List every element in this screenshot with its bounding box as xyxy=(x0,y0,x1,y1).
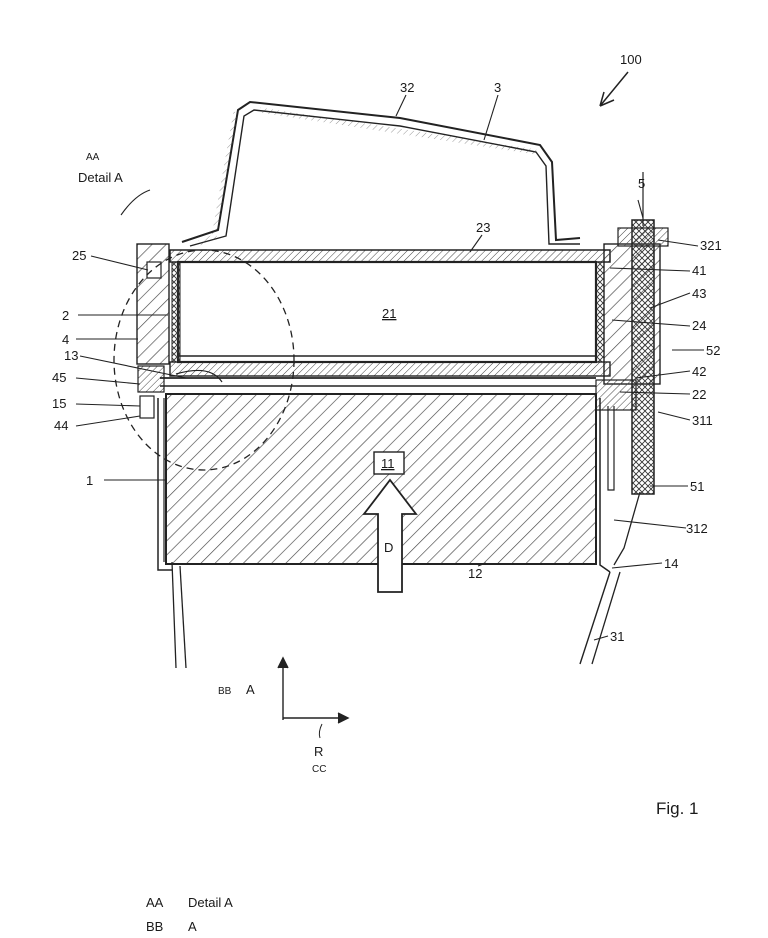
callout-23: 23 xyxy=(476,220,490,235)
callout-45: 45 xyxy=(52,370,66,385)
callout-24: 24 xyxy=(692,318,706,333)
callout-5: 5 xyxy=(638,176,645,191)
coordinate-axes xyxy=(278,658,348,738)
legend: AA Detail A BB A xyxy=(146,895,233,934)
callout-14: 14 xyxy=(664,556,678,571)
figure-label: Fig. 1 xyxy=(656,799,699,818)
main-ref-arrow xyxy=(600,72,628,106)
legend-text-0: Detail A xyxy=(188,895,233,910)
detail-code: AA xyxy=(86,152,100,163)
callout-11: 11 xyxy=(381,456,395,471)
callout-43: 43 xyxy=(692,286,706,301)
axis-a-code: BB xyxy=(218,686,232,697)
callout-51: 51 xyxy=(690,479,704,494)
callout-31: 31 xyxy=(610,629,624,644)
legend-code-1: BB xyxy=(146,919,163,934)
callout-44: 44 xyxy=(54,418,68,433)
callout-311: 311 xyxy=(692,413,713,428)
callout-4: 4 xyxy=(62,332,69,347)
callout-312: 312 xyxy=(686,521,708,536)
axis-r-label: R xyxy=(314,744,323,759)
callout-2: 2 xyxy=(62,308,69,323)
direction-d-label: D xyxy=(384,540,393,555)
cover-3 xyxy=(182,102,580,246)
callout-12: 12 xyxy=(468,566,482,581)
axis-r-code: CC xyxy=(312,764,326,775)
callout-100: 100 xyxy=(620,52,642,67)
callout-42: 42 xyxy=(692,364,706,379)
legend-text-1: A xyxy=(188,919,197,934)
detail-name: Detail A xyxy=(78,170,123,185)
callout-41: 41 xyxy=(692,263,706,278)
callout-3: 3 xyxy=(494,80,501,95)
callout-21: 21 xyxy=(382,306,396,321)
callout-1: 1 xyxy=(86,473,93,488)
callout-321: 321 xyxy=(700,238,722,253)
legend-code-0: AA xyxy=(146,895,164,910)
callout-25: 25 xyxy=(72,248,86,263)
callout-32: 32 xyxy=(400,80,414,95)
axis-a-label: A xyxy=(246,682,255,697)
callout-15: 15 xyxy=(52,396,66,411)
callout-52: 52 xyxy=(706,343,720,358)
callout-13: 13 xyxy=(64,348,78,363)
callout-22: 22 xyxy=(692,387,706,402)
